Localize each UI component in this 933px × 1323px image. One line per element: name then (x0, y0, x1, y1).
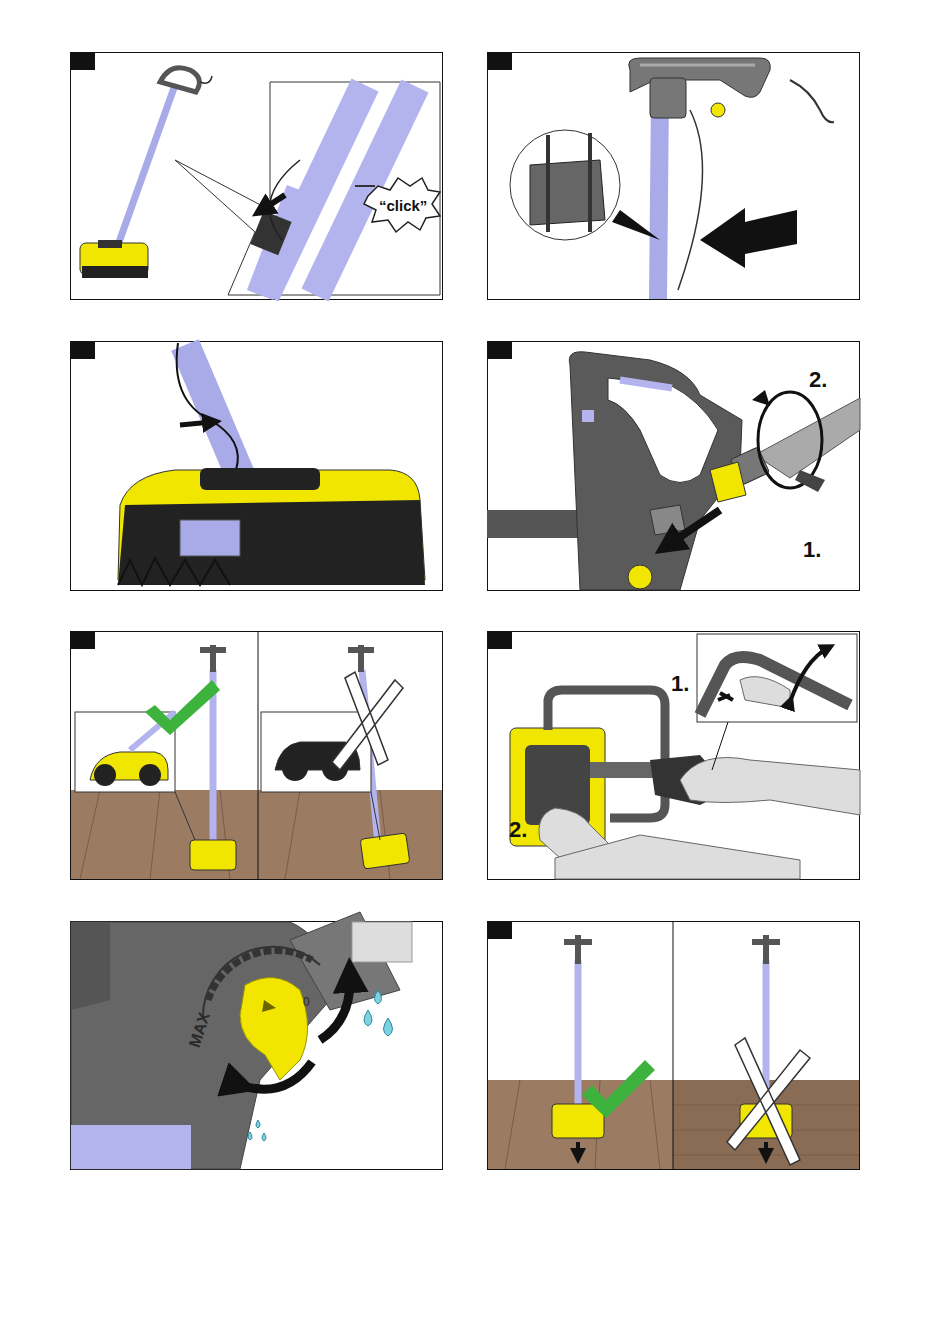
panel-2 (510, 58, 834, 299)
panel-8 (488, 922, 859, 1169)
scale-mark: MAX (187, 1011, 213, 1050)
click-sound: “click” (379, 198, 427, 213)
step-number: 2. (509, 819, 527, 841)
panel-1 (80, 68, 440, 295)
panel-7 (71, 912, 412, 1169)
step-number: 1. (671, 673, 689, 695)
scale-mark: 0 (303, 996, 310, 1008)
step-number: 2. (809, 369, 827, 391)
panel-3 (118, 343, 425, 585)
panel-4 (487, 352, 860, 590)
step-number: 1. (803, 539, 821, 561)
panel-5 (71, 632, 442, 879)
panel-6 (510, 634, 860, 879)
